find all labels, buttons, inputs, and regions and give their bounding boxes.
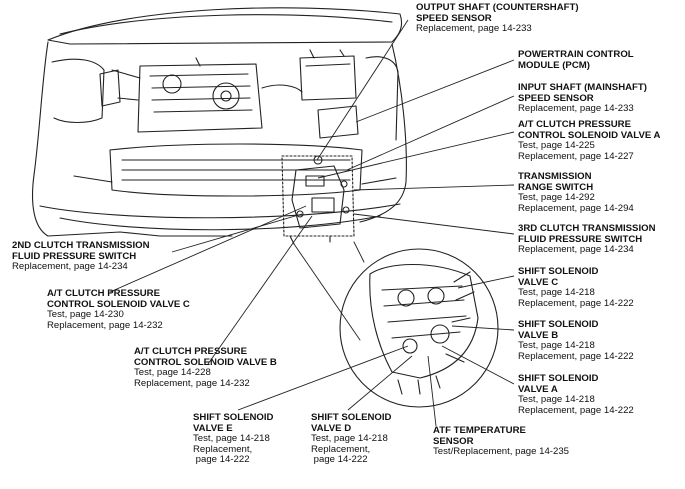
label-clutch-solenoid-valve-a: A/T CLUTCH PRESSURE CONTROL SOLENOID VAL… xyxy=(518,119,661,162)
ref-line: Replacement, page 14-222 xyxy=(518,404,634,416)
ref-line: Test, page 14-218 xyxy=(518,394,595,406)
transmission-detail-box xyxy=(281,155,355,237)
label-3rd-clutch-pressure-switch: 3RD CLUTCH TRANSMISSION FLUID PRESSURE S… xyxy=(518,223,656,256)
title-line: CONTROL SOLENOID VALVE C xyxy=(47,298,190,310)
ref-line: Replacement, page 14-234 xyxy=(518,244,634,256)
detail-magnifier xyxy=(339,248,499,408)
title-line: OUTPUT SHAFT (COUNTERSHAFT) xyxy=(416,2,579,13)
title-line: A/T CLUTCH PRESSURE xyxy=(47,288,160,299)
title-line: VALVE D xyxy=(311,422,352,434)
ref-line: Replacement, page 14-234 xyxy=(12,261,128,273)
label-clutch-solenoid-valve-b: A/T CLUTCH PRESSURE CONTROL SOLENOID VAL… xyxy=(134,346,277,389)
title-line: 2ND CLUTCH TRANSMISSION xyxy=(12,240,150,251)
title-line: SHIFT SOLENOID xyxy=(311,412,392,423)
title-line: SENSOR xyxy=(433,435,474,447)
title-line: VALVE E xyxy=(193,422,233,434)
title-line: SPEED SENSOR xyxy=(518,92,594,104)
ref-line: page 14-222 xyxy=(193,454,250,466)
ref-line: Replacement, page 14-222 xyxy=(518,350,634,362)
ref-line: Test, page 14-230 xyxy=(47,309,124,321)
title-line: 3RD CLUTCH TRANSMISSION xyxy=(518,223,656,234)
battery xyxy=(299,55,357,101)
ref-line: Replacement, page 14-233 xyxy=(518,103,634,115)
ref-line: Test, page 14-218 xyxy=(518,287,595,299)
ref-line: Replacement, xyxy=(193,443,253,455)
solenoid-assembly xyxy=(369,264,479,395)
title-line: FLUID PRESSURE SWITCH xyxy=(518,233,643,245)
ref-line: Test, page 14-228 xyxy=(134,367,211,379)
title-line: ATF TEMPERATURE xyxy=(433,425,526,436)
ref-line: Test, page 14-218 xyxy=(518,340,595,352)
label-pcm: POWERTRAIN CONTROL MODULE (PCM) xyxy=(518,49,634,71)
label-transmission-range-switch: TRANSMISSION RANGE SWITCH Test, page 14-… xyxy=(518,171,634,214)
title-line: POWERTRAIN CONTROL xyxy=(518,49,634,60)
ref-line: Replacement, page 14-232 xyxy=(134,377,250,389)
ref-line: page 14-222 xyxy=(311,454,368,466)
car-body xyxy=(31,41,233,237)
pcm xyxy=(317,105,359,139)
title-line: SHIFT SOLENOID xyxy=(518,266,599,277)
label-shift-solenoid-c: SHIFT SOLENOID VALVE C Test, page 14-218… xyxy=(518,266,634,309)
ref-line: Replacement, page 14-233 xyxy=(416,23,532,35)
title-line: SHIFT SOLENOID xyxy=(193,412,274,423)
title-line: SPEED SENSOR xyxy=(416,12,492,24)
ref-line: Replacement, xyxy=(311,443,371,455)
label-2nd-clutch-pressure-switch: 2ND CLUTCH TRANSMISSION FLUID PRESSURE S… xyxy=(12,240,150,273)
title-line: FLUID PRESSURE SWITCH xyxy=(12,250,137,262)
label-shift-solenoid-d: SHIFT SOLENOID VALVE D Test, page 14-218… xyxy=(311,412,392,466)
label-shift-solenoid-a: SHIFT SOLENOID VALVE A Test, page 14-218… xyxy=(518,373,634,416)
title-line: A/T CLUTCH PRESSURE xyxy=(518,119,631,130)
ref-line: Test, page 14-218 xyxy=(311,433,388,445)
ref-line: Replacement, page 14-227 xyxy=(518,150,634,162)
title-line: CONTROL SOLENOID VALVE B xyxy=(134,356,277,368)
title-line: SHIFT SOLENOID xyxy=(518,373,599,384)
ref-line: Test/Replacement, page 14-235 xyxy=(433,446,569,458)
label-atf-temperature-sensor: ATF TEMPERATURE SENSOR Test/Replacement,… xyxy=(433,425,569,458)
title-line: VALVE C xyxy=(518,276,559,288)
engine xyxy=(137,63,263,133)
label-input-shaft-speed-sensor: INPUT SHAFT (MAINSHAFT) SPEED SENSOR Rep… xyxy=(518,82,647,115)
leader-lines xyxy=(109,19,515,427)
label-clutch-solenoid-valve-c: A/T CLUTCH PRESSURE CONTROL SOLENOID VAL… xyxy=(47,288,190,331)
ref-line: Test, page 14-218 xyxy=(193,433,270,445)
ref-line: Test, page 14-225 xyxy=(518,140,595,152)
title-line: SHIFT SOLENOID xyxy=(518,319,599,330)
title-line: RANGE SWITCH xyxy=(518,181,594,193)
title-line: A/T CLUTCH PRESSURE xyxy=(134,346,247,357)
label-shift-solenoid-b: SHIFT SOLENOID VALVE B Test, page 14-218… xyxy=(518,319,634,362)
label-shift-solenoid-e: SHIFT SOLENOID VALVE E Test, page 14-218… xyxy=(193,412,274,466)
label-output-shaft-speed-sensor: OUTPUT SHAFT (COUNTERSHAFT) SPEED SENSOR… xyxy=(416,2,579,35)
title-line: INPUT SHAFT (MAINSHAFT) xyxy=(518,82,647,93)
title-line: MODULE (PCM) xyxy=(518,59,590,71)
title-line: CONTROL SOLENOID VALVE A xyxy=(518,129,661,141)
title-line: VALVE A xyxy=(518,383,558,395)
title-line: VALVE B xyxy=(518,329,559,341)
title-line: TRANSMISSION xyxy=(518,171,592,182)
ref-line: Replacement, page 14-294 xyxy=(518,202,634,214)
ref-line: Replacement, page 14-222 xyxy=(518,297,634,309)
ref-line: Test, page 14-292 xyxy=(518,192,595,204)
ref-line: Replacement, page 14-232 xyxy=(47,319,163,331)
